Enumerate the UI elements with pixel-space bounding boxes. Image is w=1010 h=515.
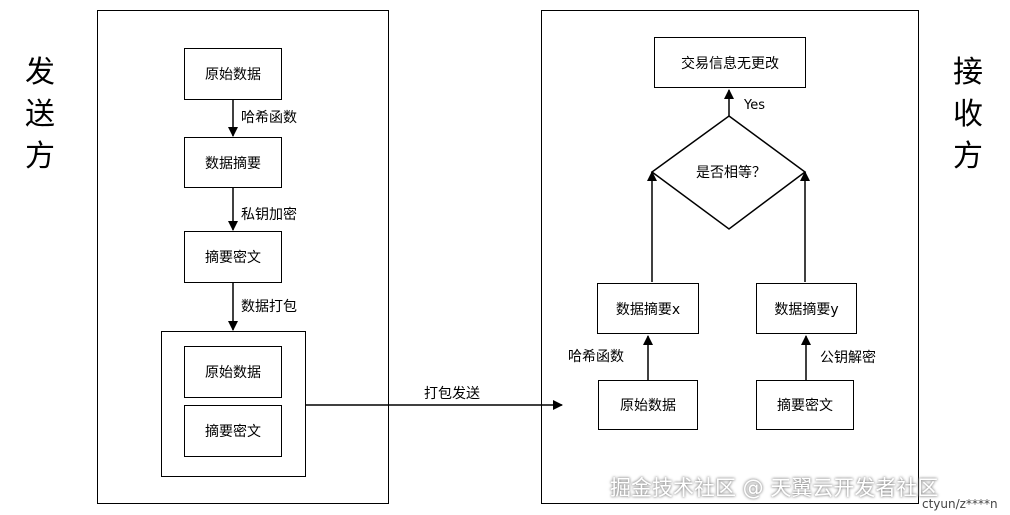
sender-raw-data-box: 原始数据 xyxy=(184,48,282,100)
package-raw-data-box: 原始数据 xyxy=(184,346,282,398)
digest-y-label: 数据摘要y xyxy=(774,301,839,318)
decision-diamond xyxy=(650,115,807,230)
receiver-hash-label: 哈希函数 xyxy=(568,349,624,365)
decision-label: 是否相等？ xyxy=(696,165,766,181)
package-cipher-box: 摘要密文 xyxy=(184,405,282,457)
package-cipher-label: 摘要密文 xyxy=(205,424,261,440)
sender-sign-label: 私钥加密 xyxy=(241,207,297,223)
watermark-sub: ctyun/z****n xyxy=(922,497,998,511)
receiver-cipher-box: 摘要密文 xyxy=(756,380,854,430)
result-label: 交易信息无更改 xyxy=(681,55,779,72)
package-raw-data-label: 原始数据 xyxy=(205,365,261,381)
sender-pack-label: 数据打包 xyxy=(241,299,297,315)
digest-y-box: 数据摘要y xyxy=(756,283,857,334)
receiver-cipher-label: 摘要密文 xyxy=(777,398,833,414)
sender-raw-data-label: 原始数据 xyxy=(205,67,261,83)
sender-cipher-label: 摘要密文 xyxy=(205,250,261,266)
sender-hash-label: 哈希函数 xyxy=(241,110,297,126)
digest-x-label: 数据摘要x xyxy=(615,301,681,318)
sender-digest-label: 数据摘要 xyxy=(205,155,261,172)
receiver-verify-label: 公钥解密 xyxy=(820,350,876,366)
receiver-raw-data-box: 原始数据 xyxy=(598,380,698,430)
yes-label: Yes xyxy=(744,98,765,113)
result-box: 交易信息无更改 xyxy=(654,37,806,88)
receiver-frame xyxy=(541,10,919,504)
sender-frame xyxy=(97,10,389,504)
sender-cipher-box: 摘要密文 xyxy=(184,231,282,283)
receiver-raw-data-label: 原始数据 xyxy=(620,398,676,414)
sender-label: 发 送 方 xyxy=(25,55,55,174)
digest-x-box: 数据摘要x xyxy=(597,283,699,334)
sender-digest-box: 数据摘要 xyxy=(184,137,282,188)
package-frame xyxy=(161,331,306,477)
receiver-label: 接 收 方 xyxy=(953,55,983,174)
watermark-main: 掘金技术社区 @ 天翼云开发者社区 xyxy=(610,476,939,500)
transfer-label: 打包发送 xyxy=(424,386,480,402)
